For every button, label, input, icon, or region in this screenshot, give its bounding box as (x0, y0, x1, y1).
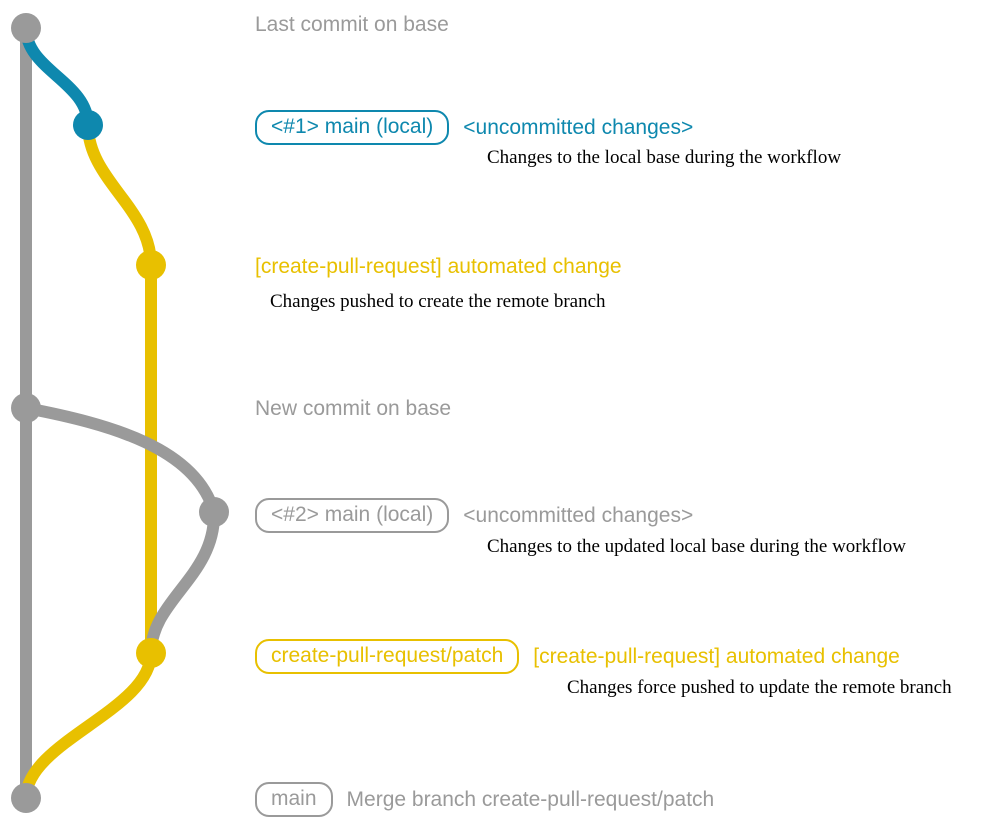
branch-pill-create-pull-request-patch[interactable]: create-pull-request/patch (255, 639, 520, 674)
entry-merge-commit: main Merge branch create-pull-request/pa… (255, 782, 714, 817)
edge-basenew-to-local2 (20, 402, 220, 518)
entry-local-commit-1: <#1> main (local) <uncommitted changes> (255, 110, 693, 145)
commit-description-local-commit-2: Changes to the updated local base during… (487, 536, 906, 557)
commit-headline-remote-commit-1: [create-pull-request] automated change (255, 255, 622, 278)
commit-description-remote-commit-1: Changes pushed to create the remote bran… (270, 291, 606, 312)
entry-local-commit-2: <#2> main (local) <uncommitted changes> (255, 498, 693, 533)
commit-headline-local-commit-2: <uncommitted changes> (463, 504, 694, 527)
node-base-merge[interactable] (11, 783, 41, 813)
entry-new-commit-on-base: New commit on base (255, 398, 451, 419)
edge-remote2-to-merge (20, 647, 157, 804)
branch-pill-main-local-1[interactable]: <#1> main (local) (255, 110, 450, 145)
node-base-last[interactable] (11, 13, 41, 43)
node-local-2[interactable] (199, 497, 229, 527)
graph-nodes (11, 13, 229, 813)
graph-edges (20, 22, 221, 804)
edge-local2-to-remote2 (145, 506, 221, 659)
commit-headline-merge-commit: Merge branch create-pull-request/patch (346, 788, 715, 811)
commit-headline-new-commit-on-base: New commit on base (255, 397, 452, 420)
commit-description-local-commit-1: Changes to the local base during the wor… (487, 147, 842, 168)
node-remote-2[interactable] (136, 638, 166, 668)
commit-headline-last-commit-on-base: Last commit on base (255, 13, 449, 36)
commit-headline-local-commit-1: <uncommitted changes> (463, 116, 694, 139)
node-base-new[interactable] (11, 393, 41, 423)
entry-last-commit-on-base: Last commit on base (255, 14, 449, 35)
commit-description-remote-commit-2: Changes force pushed to update the remot… (567, 677, 952, 698)
node-local-1[interactable] (73, 110, 103, 140)
entry-remote-commit-1: [create-pull-request] automated change (255, 256, 622, 277)
node-remote-1[interactable] (136, 250, 166, 280)
branch-pill-main[interactable]: main (255, 782, 333, 817)
edge-local1-to-remote1 (82, 119, 157, 271)
branch-pill-main-local-2[interactable]: <#2> main (local) (255, 498, 450, 533)
commit-headline-remote-commit-2: [create-pull-request] automated change (533, 645, 900, 668)
entry-remote-commit-2: create-pull-request/patch [create-pull-r… (255, 639, 900, 674)
edge-base-to-local1 (20, 22, 94, 131)
